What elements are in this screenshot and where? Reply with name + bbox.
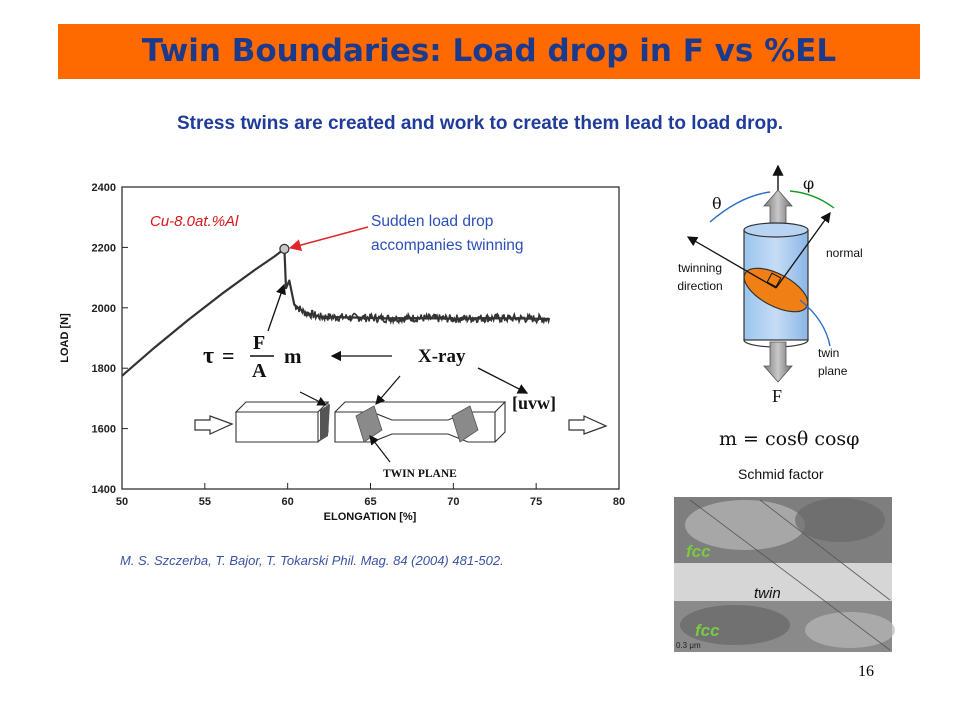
specimen-top-edge [334, 401, 507, 443]
twinning-label: twinning [678, 261, 722, 275]
x-tick-label: 70 [447, 496, 459, 508]
x-tick-label: 65 [364, 496, 376, 508]
x-axis-label: ELONGATION [%] [324, 511, 417, 523]
x-ticks: 50 55 60 65 70 75 80 [116, 483, 625, 508]
twin-plane-pointer [799, 299, 831, 347]
normal-arrow [775, 211, 831, 289]
theta-label: θ [712, 194, 722, 213]
formula-to-drop-arrow [267, 283, 286, 332]
schmid-m-symbol: m [284, 344, 302, 368]
scale-bar-label: 0.3 μm [676, 641, 701, 650]
drop-point-marker [279, 243, 290, 255]
x-tick-label: 50 [116, 496, 128, 508]
x-tick-label: 60 [282, 496, 294, 508]
y-ticks: 1400 1600 1800 2000 2200 2400 [92, 182, 128, 496]
equals-sign: = [222, 343, 235, 368]
tau-symbol: τ [203, 343, 214, 369]
title-bar: Twin Boundaries: Load drop in F vs %EL [58, 24, 920, 79]
inset-diagram: τ = F A m X-ray [uvw] TWIN PLANE [178, 283, 608, 480]
twin-plane-right [451, 405, 479, 443]
specimen-cut-piece [234, 401, 330, 443]
phi-label: φ [803, 174, 814, 193]
right-angle-mark [766, 272, 782, 288]
material-label: Cu-8.0at.%Al [150, 213, 239, 230]
lower-rod-arrow [763, 341, 793, 383]
twin-band [674, 563, 892, 601]
twinning-direction-arrow [686, 236, 777, 289]
schmid-diagram: θ φ normal twinning direction twin plane… [677, 164, 863, 482]
uvw-label: [uvw] [512, 393, 556, 413]
x-tick-label: 55 [199, 496, 211, 508]
direction-label: direction [677, 279, 722, 293]
series-layer [121, 247, 551, 377]
drop-arrow [288, 226, 369, 251]
grain-shade-top-right [795, 498, 885, 542]
grain-shade-top [685, 500, 805, 550]
x-tick-label: 75 [530, 496, 542, 508]
grain-shade-bottom-right [805, 612, 895, 648]
tension-arrow-right [568, 415, 608, 435]
fcc-label-top: fcc [686, 542, 711, 561]
citation: M. S. Szczerba, T. Bajor, T. Tokarski Ph… [120, 553, 504, 568]
dislocation-line-1 [689, 499, 891, 651]
twin-plane-arrow-bottom [369, 435, 391, 463]
normal-label: normal [826, 246, 863, 260]
twin-plane-label: TWIN PLANE [383, 468, 457, 480]
tension-arrow-left [194, 415, 234, 435]
y-axis-label: LOAD [N] [59, 313, 71, 363]
y-tick-label: 2200 [92, 242, 116, 254]
micrograph: fcc twin fcc 0.3 μm [674, 497, 895, 652]
twin-plane-arrow-top [375, 375, 401, 405]
xray-label: X-ray [418, 346, 466, 367]
twin-region-label: twin [754, 585, 781, 602]
y-tick-label: 1600 [92, 424, 116, 436]
xray-to-uvw-arrow [477, 367, 529, 394]
drop-annotation-line2: accompanies twinning [371, 237, 524, 254]
plane-label: plane [818, 364, 848, 378]
load-curve-noise [294, 304, 551, 326]
fraction-numerator: F [253, 332, 265, 354]
twin-label: twin [818, 346, 839, 360]
x-tick-label: 80 [613, 496, 625, 508]
cut-twin-face [320, 404, 330, 441]
theta-arc [709, 191, 771, 223]
schmid-factor-label: Schmid factor [738, 466, 824, 482]
slide-title: Twin Boundaries: Load drop in F vs %EL [141, 33, 837, 69]
fcc-label-bottom: fcc [695, 621, 720, 640]
schmid-formula: m = cosθ cosφ [719, 428, 859, 450]
y-tick-label: 1800 [92, 363, 116, 375]
cut-arrow [299, 391, 328, 406]
phi-arc [789, 190, 835, 209]
y-tick-label: 2000 [92, 303, 116, 315]
cylinder-top [743, 222, 809, 238]
grain-shade-bottom [680, 605, 790, 645]
y-tick-label: 2400 [92, 182, 116, 194]
force-label: F [772, 386, 782, 406]
twin-plane-left [355, 405, 383, 443]
dislocation-line-2 [759, 499, 891, 601]
fraction-denominator: A [252, 360, 267, 382]
y-tick-label: 1400 [92, 484, 116, 496]
drop-annotation-line1: Sudden load drop [371, 213, 493, 230]
slide-subtitle: Stress twins are created and work to cre… [176, 113, 784, 134]
page-number: 16 [858, 663, 874, 680]
